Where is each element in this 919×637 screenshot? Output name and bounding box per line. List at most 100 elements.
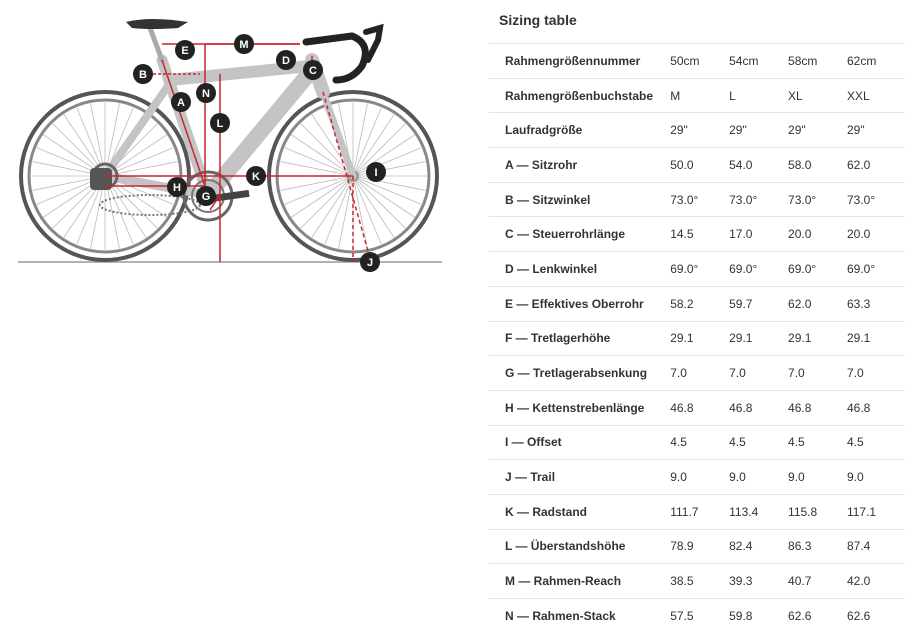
row-value: 29.1 — [729, 320, 789, 356]
row-value: 73.0° — [846, 181, 905, 217]
row-value: 111.7 — [670, 493, 730, 530]
row-value: 7.0 — [670, 355, 730, 391]
row-label: B — Sitzwinkel — [489, 181, 671, 217]
row-value: 54.0 — [729, 147, 789, 183]
row-value: 46.8 — [846, 389, 905, 426]
row-value: 29.1 — [670, 320, 730, 356]
row-value: 58.2 — [670, 285, 730, 321]
row-value: 69.0° — [788, 251, 847, 287]
row-value: 40.7 — [788, 563, 847, 599]
marker-i: I — [366, 162, 386, 182]
row-value: 78.9 — [670, 528, 730, 564]
row-value: 29.1 — [846, 320, 905, 356]
row-value: 7.0 — [729, 355, 789, 391]
row-label: M — Rahmen-Reach — [489, 563, 671, 599]
row-value: 50cm — [670, 43, 730, 79]
svg-text:J: J — [367, 257, 373, 269]
row-value: 73.0° — [670, 181, 730, 217]
row-label: I — Offset — [489, 424, 671, 460]
row-value: 4.5 — [670, 424, 730, 460]
row-value: 29" — [670, 112, 730, 148]
row-value: 87.4 — [846, 528, 905, 564]
marker-b: B — [133, 64, 153, 84]
row-value: 46.8 — [729, 389, 789, 426]
row-value: 4.5 — [788, 424, 847, 460]
row-label: Laufradgröße — [489, 112, 671, 148]
row-value: XXL — [846, 77, 905, 113]
bike-geometry-diagram: A B C D E M N L K I H G J — [18, 19, 442, 272]
marker-e: E — [175, 40, 195, 60]
svg-text:L: L — [217, 118, 224, 130]
row-label: L — Überstandshöhe — [489, 528, 671, 564]
row-value: 29" — [846, 112, 905, 148]
row-label: H — Kettenstrebenlänge — [489, 389, 671, 426]
marker-g: G — [196, 186, 216, 206]
row-value: 115.8 — [788, 493, 847, 530]
row-value: 69.0° — [846, 251, 905, 287]
row-value: 62.6 — [788, 598, 847, 634]
row-label: C — Steuerrohrlänge — [489, 216, 671, 252]
row-label: N — Rahmen-Stack — [489, 598, 671, 634]
svg-text:K: K — [252, 171, 260, 183]
svg-text:C: C — [309, 65, 317, 77]
row-value: XL — [788, 77, 847, 113]
svg-text:B: B — [139, 69, 147, 81]
marker-j: J — [360, 252, 380, 272]
row-value: 59.8 — [729, 598, 789, 634]
row-label: J — Trail — [489, 459, 671, 495]
row-value: 73.0° — [729, 181, 789, 217]
row-label: F — Tretlagerhöhe — [489, 320, 671, 356]
row-value: 73.0° — [788, 181, 847, 217]
row-label: Rahmengrößenbuchstabe — [489, 77, 671, 113]
row-value: 4.5 — [729, 424, 789, 460]
row-value: 69.0° — [729, 251, 789, 287]
row-value: 14.5 — [670, 216, 730, 252]
row-value: 42.0 — [846, 563, 905, 599]
row-value: 58.0 — [788, 147, 847, 183]
row-value: 57.5 — [670, 598, 730, 634]
bike-frame — [100, 25, 357, 203]
row-value: 82.4 — [729, 528, 789, 564]
row-label: K — Radstand — [489, 493, 671, 530]
marker-l: L — [210, 113, 230, 133]
row-value: 46.8 — [670, 389, 730, 426]
row-value: 20.0 — [846, 216, 905, 252]
row-value: 58cm — [788, 43, 847, 79]
svg-text:M: M — [239, 39, 248, 51]
row-value: 7.0 — [846, 355, 905, 391]
row-value: 9.0 — [729, 459, 789, 495]
row-value: 29.1 — [788, 320, 847, 356]
row-value: 29" — [788, 112, 847, 148]
row-value: 9.0 — [670, 459, 730, 495]
row-value: 117.1 — [846, 493, 905, 530]
svg-text:A: A — [177, 97, 185, 109]
marker-c: C — [303, 60, 323, 80]
row-label: A — Sitzrohr — [489, 147, 671, 183]
row-value: 63.3 — [846, 285, 905, 321]
saddle — [126, 19, 188, 29]
row-value: 9.0 — [846, 459, 905, 495]
row-value: 20.0 — [788, 216, 847, 252]
row-value: 4.5 — [846, 424, 905, 460]
row-value: 62.0 — [846, 147, 905, 183]
row-value: 113.4 — [729, 493, 789, 530]
marker-h: H — [167, 177, 187, 197]
handlebar — [302, 23, 384, 84]
row-value: 62.0 — [788, 285, 847, 321]
svg-text:E: E — [181, 45, 188, 57]
